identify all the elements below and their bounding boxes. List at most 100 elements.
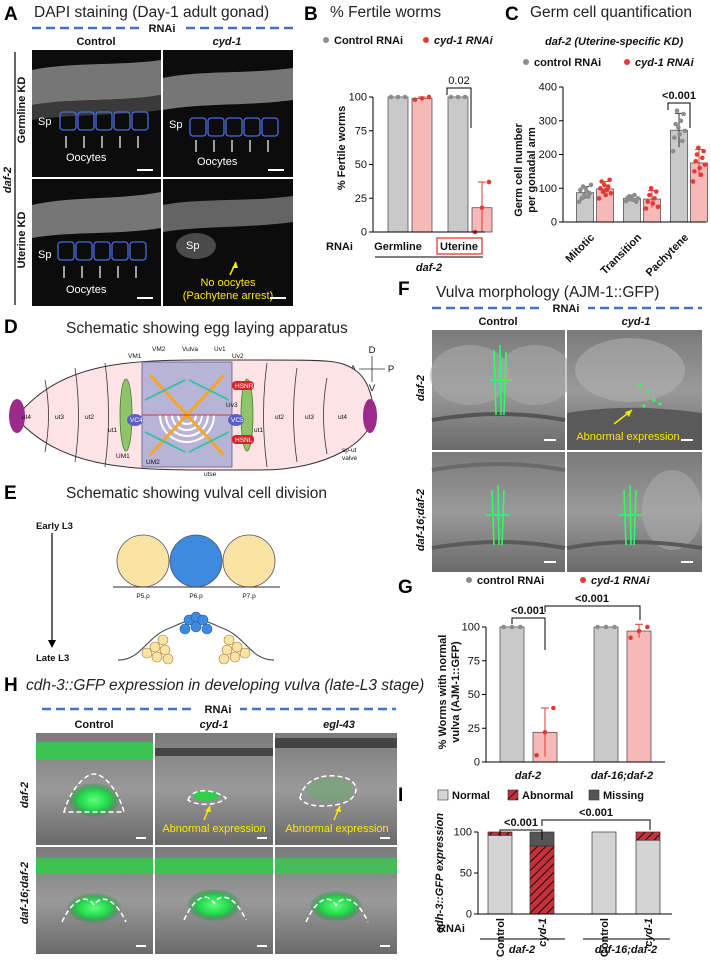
panel-c-title: Germ cell quantification <box>530 4 692 21</box>
pachytene-arrest-label: (Pachytene arrest) <box>183 290 273 302</box>
data-point <box>677 131 682 137</box>
bar <box>593 626 619 763</box>
data-point <box>635 196 641 201</box>
row-uterine: Uterine KD <box>16 212 28 269</box>
rnai-label: RNAi <box>438 923 465 935</box>
panel-f-title: Vulva morphology (AJM-1::GFP) <box>436 284 659 301</box>
data-point <box>628 635 633 641</box>
oocytes-label: Oocytes <box>66 152 107 164</box>
pvalue-2: <0.001 <box>575 593 609 605</box>
bar <box>447 96 469 233</box>
data-point <box>587 191 592 196</box>
micrograph-cyd1-germline: Sp Oocytes <box>163 50 293 177</box>
data-point <box>700 155 705 161</box>
svg-text:UM1: UM1 <box>116 453 130 460</box>
svg-text:VC4: VC4 <box>130 417 143 424</box>
vc4-cell <box>127 414 143 426</box>
vulval-cells-secondary <box>141 634 251 665</box>
rnai-label: RNAi <box>205 704 232 716</box>
column-control: Control <box>76 36 115 48</box>
micrograph-f-control-daf16daf2 <box>431 452 566 572</box>
data-point <box>402 94 408 100</box>
panel-g: G control RNAi cyd-1 RNAi % Worms with n… <box>398 575 665 782</box>
panel-h-title: cdh-3::GFP expression in developing vulv… <box>26 677 424 694</box>
data-point <box>603 192 608 198</box>
svg-text:utse: utse <box>204 471 217 478</box>
chart-i-marks <box>487 831 661 915</box>
x-group-germline: Germline <box>374 241 422 253</box>
stacked-bar-normal <box>635 839 661 915</box>
data-point <box>694 152 700 157</box>
data-point <box>602 182 607 188</box>
panel-a-title: DAPI staining (Day-1 adult gonad) <box>34 4 269 21</box>
svg-text:sp-ut: sp-ut <box>342 447 357 454</box>
group-daf2: daf-2 <box>509 944 535 956</box>
data-point <box>395 94 401 100</box>
x-tick-label: cyd-1 <box>537 918 549 947</box>
data-point <box>676 125 681 130</box>
svg-text:D: D <box>369 345 376 356</box>
data-point <box>576 199 582 205</box>
data-point <box>479 205 485 210</box>
data-point <box>509 624 515 630</box>
x-tick-label: Pachytene <box>644 232 691 279</box>
data-point <box>648 185 654 191</box>
svg-text:VC5: VC5 <box>231 417 244 424</box>
x-tick-label: Mitotic <box>564 232 598 266</box>
y-axis-label: % Worms with normal <box>437 635 449 750</box>
y-tick-label: 300 <box>539 115 557 127</box>
chart-c-marks <box>576 108 708 223</box>
x-group-daf2: daf-2 <box>515 770 541 782</box>
panel-b-title: % Fertile worms <box>330 4 441 21</box>
panel-h-label: H <box>4 675 18 696</box>
svg-text:HSNR: HSNR <box>235 383 254 390</box>
svg-text:ut3: ut3 <box>55 414 64 421</box>
um1-right <box>240 378 254 452</box>
micrograph-h-egl43-daf16daf2 <box>275 847 397 954</box>
svg-text:Uv3: Uv3 <box>226 402 238 409</box>
panel-f-label: F <box>398 279 410 300</box>
row-daf16-daf2: daf-16;daf-2 <box>19 862 31 924</box>
column-control: Control <box>478 316 517 328</box>
micrograph-f-cyd1-daf2: Abnormal expression <box>567 330 702 450</box>
legend-control: Control RNAi <box>334 35 403 47</box>
column-egl43: egl-43 <box>323 719 355 731</box>
pvalue-2: <0.001 <box>579 807 613 819</box>
data-point <box>542 730 548 735</box>
panel-h: H cdh-3::GFP expression in developing vu… <box>4 675 424 954</box>
y-tick-label: 100 <box>462 622 480 634</box>
data-point <box>518 624 523 630</box>
y-tick-label: 50 <box>460 868 472 880</box>
data-point <box>678 118 684 124</box>
y-axis-label-2: per gonadal arm <box>526 127 538 213</box>
data-point <box>636 628 642 634</box>
abnormal-expression-label: Abnormal expression <box>162 823 265 835</box>
data-point <box>645 624 650 630</box>
data-point <box>693 158 698 164</box>
legend-swatch-normal <box>437 789 449 801</box>
data-point <box>690 179 696 184</box>
panel-d-label: D <box>4 317 18 338</box>
stacked-bar-abnormal <box>529 845 555 915</box>
panel-c: C Germ cell quantification daf-2 (Uterin… <box>505 4 708 279</box>
data-point <box>643 206 649 211</box>
data-point <box>632 192 637 198</box>
oocytes-label: Oocytes <box>197 156 238 168</box>
data-point <box>655 204 661 210</box>
p7p-cell <box>222 534 276 588</box>
hsnl-cell <box>232 435 254 444</box>
data-point <box>599 179 604 184</box>
legend-swatch-missing <box>588 789 600 801</box>
vulval-cells-primary <box>179 611 213 635</box>
panel-d-title: Schematic showing egg laying apparatus <box>66 320 348 337</box>
y-tick-label: 200 <box>539 149 557 161</box>
x-tick-label: Control <box>599 918 611 957</box>
svg-text:ut4: ut4 <box>22 414 31 421</box>
y-tick-label: 0 <box>361 227 367 239</box>
legend-missing: Missing <box>603 790 644 802</box>
svg-text:ut1: ut1 <box>254 427 263 434</box>
data-point <box>630 197 636 203</box>
hsnr-cell <box>232 381 254 390</box>
pvalue-1: <0.001 <box>511 605 545 617</box>
